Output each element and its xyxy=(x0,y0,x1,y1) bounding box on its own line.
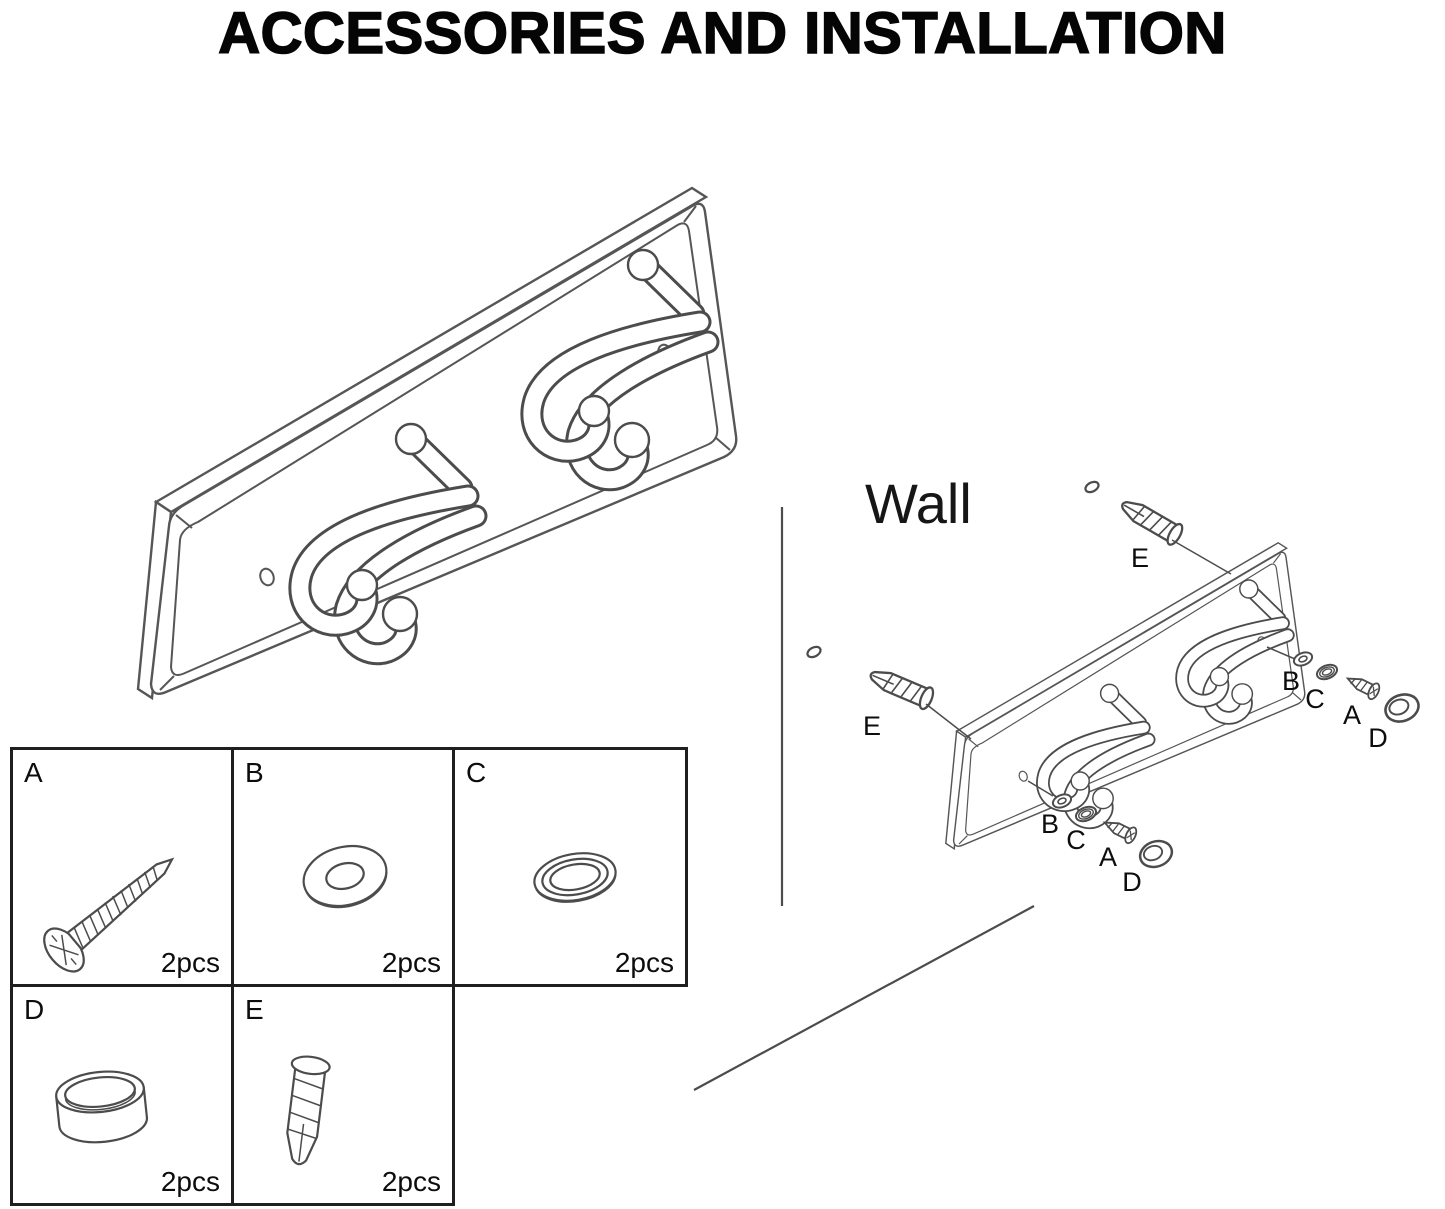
part-qty-b: 2pcs xyxy=(381,947,441,978)
callout-c-bottom: C xyxy=(1066,825,1086,855)
callout-d-bottom: D xyxy=(1122,867,1142,897)
callout-b-bottom: B xyxy=(1041,809,1059,839)
wall-edge-diagonal xyxy=(693,905,1035,1091)
washer-right xyxy=(1290,648,1316,670)
part-letter-b: B xyxy=(245,757,264,788)
page-title: ACCESSORIES AND INSTALLATION xyxy=(217,0,1227,67)
part-qty-a: 2pcs xyxy=(160,947,220,978)
part-qty-c: 2pcs xyxy=(614,947,674,978)
screw-bottom xyxy=(1100,814,1140,846)
callout-a-bottom: A xyxy=(1099,842,1117,872)
parts-cell-ring-washer: C 2pcs xyxy=(452,747,688,987)
part-letter-a: A xyxy=(24,757,43,788)
part-letter-e: E xyxy=(245,994,264,1025)
wall-label: Wall xyxy=(865,472,972,535)
leader-anchor-top xyxy=(1171,539,1232,575)
parts-table: A 2pcs B 2pcs C 2pcs D 2pcs E 2pcs xyxy=(10,747,688,1207)
screw-right xyxy=(1343,670,1383,702)
callout-b-right: B xyxy=(1282,666,1300,696)
callout-a-right: A xyxy=(1343,700,1361,730)
parts-cell-flat-washer: B 2pcs xyxy=(231,747,455,987)
ring-bottom xyxy=(1072,803,1100,825)
leader-screws-bottom xyxy=(1027,780,1054,797)
parts-cell-anchor: E 2pcs xyxy=(231,984,455,1206)
callout-c-right: C xyxy=(1305,684,1325,714)
callout-d-right: D xyxy=(1368,723,1388,753)
hook-rail-installed xyxy=(946,543,1305,849)
callout-e-left: E xyxy=(863,711,881,741)
cap-bottom xyxy=(1135,835,1177,873)
anchor-top xyxy=(1115,493,1187,549)
part-letter-d: D xyxy=(24,994,45,1025)
part-qty-d: 2pcs xyxy=(160,1166,220,1197)
part-letter-c: C xyxy=(466,757,487,788)
leader-screws-right xyxy=(1266,646,1296,660)
ring-right xyxy=(1313,661,1341,683)
wall-hole-top xyxy=(1084,480,1100,494)
wall-hole-left xyxy=(806,645,822,659)
leader-anchor-left xyxy=(925,703,972,740)
hook-rail-large xyxy=(138,188,736,698)
part-qty-e: 2pcs xyxy=(381,1166,441,1197)
cap-right xyxy=(1380,688,1424,728)
anchor-left xyxy=(865,662,937,712)
callout-e-top: E xyxy=(1131,543,1149,573)
parts-cell-cap: D 2pcs xyxy=(10,984,234,1206)
parts-cell-screw: A 2pcs xyxy=(10,747,234,987)
washer-bottom xyxy=(1049,790,1075,812)
